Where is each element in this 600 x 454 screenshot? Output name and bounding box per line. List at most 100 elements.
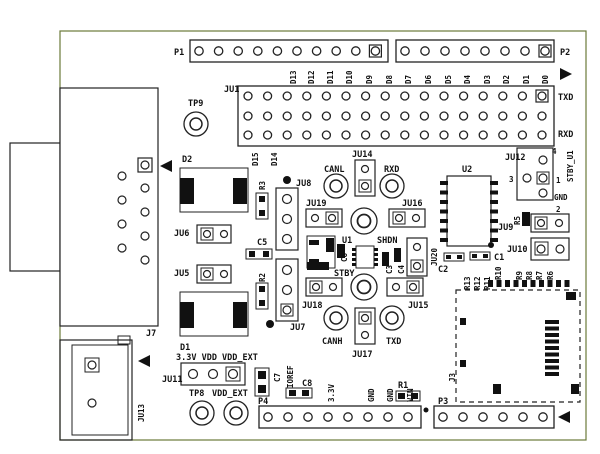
p2-pin xyxy=(440,46,450,56)
resistor-pad xyxy=(505,280,510,287)
ju1-pin xyxy=(458,111,469,121)
r9-label: R9 xyxy=(515,270,524,280)
ju7-label: JU7 xyxy=(290,323,305,333)
p3-label: P3 xyxy=(438,397,448,407)
sd-contact-pad xyxy=(545,359,559,363)
ju1-label-d8: D8 xyxy=(385,74,394,84)
tp9-testpoint xyxy=(183,111,209,137)
p4-pin xyxy=(403,412,413,422)
ju1-label-d7: D7 xyxy=(404,75,413,84)
d1-diode xyxy=(179,291,249,337)
ju1-pin xyxy=(400,91,410,101)
sd-contact-pad xyxy=(545,326,559,331)
c1-pad-2 xyxy=(483,254,488,258)
ju1-pin xyxy=(262,91,273,101)
j3-sd-card-socket xyxy=(455,289,581,403)
ju12-pin4-label: 4 xyxy=(552,147,557,156)
ju1-label-d9: D9 xyxy=(365,74,374,84)
p2-pin xyxy=(540,46,550,56)
p4-pin xyxy=(383,412,393,422)
c4-capacitor xyxy=(394,248,401,262)
u2-pin xyxy=(490,200,498,204)
ju1-label-d12: D12 xyxy=(307,70,316,84)
u2-pin xyxy=(490,238,498,242)
ju17-jumper xyxy=(354,307,376,345)
c6-capacitor xyxy=(337,244,345,258)
resistor-pad-row xyxy=(488,280,570,287)
u2-pin xyxy=(490,190,498,195)
vdd-ext-label: VDD_EXT xyxy=(212,389,248,399)
r3-resistor xyxy=(255,192,269,220)
ju16-jumper xyxy=(388,208,426,228)
p2-pin xyxy=(420,46,430,56)
ju1-pin xyxy=(478,111,488,121)
c8-capacitor xyxy=(285,387,313,399)
ju1-label-d10: D10 xyxy=(345,70,354,84)
ju1-pin xyxy=(262,111,273,121)
ju1-top-labels: D13 D12 D11 D10 D9 D8 D7 D6 D5 D4 D3 D2 … xyxy=(289,70,550,84)
ju1-pin xyxy=(282,111,292,121)
p1-pin xyxy=(350,46,361,56)
ju1-pin xyxy=(380,111,390,121)
center-pad-top xyxy=(350,207,378,235)
p1-pin xyxy=(311,46,322,56)
ju1-pin xyxy=(439,130,449,140)
ju1-pin xyxy=(243,91,253,101)
r8-label: R8 xyxy=(525,270,534,280)
ju1-pin xyxy=(282,130,292,140)
u2-pin xyxy=(440,228,448,233)
p1-pin1-square xyxy=(368,44,382,58)
d2-diode xyxy=(179,167,249,213)
u2-pin xyxy=(490,219,498,223)
ju1-pin xyxy=(380,91,390,101)
u2-pin xyxy=(490,209,498,214)
c6-label: C6 xyxy=(340,252,349,262)
p2-pin xyxy=(500,46,510,56)
resistor-pad xyxy=(556,280,561,287)
ju1-rxd-label: RXD xyxy=(558,130,573,140)
ju11-label: JU11 xyxy=(162,375,182,385)
r6-label: R6 xyxy=(546,270,555,280)
ju1-pin xyxy=(302,91,312,101)
rxd-testpoint xyxy=(379,173,405,199)
ioref-label: IOREF xyxy=(286,365,295,388)
u2-chip xyxy=(440,175,498,247)
ju8-marker-dot xyxy=(283,176,291,184)
p4-labels: 3.3V GND GND VIN xyxy=(327,383,415,402)
resistor-pad xyxy=(513,280,519,287)
c2-pad-2 xyxy=(457,255,462,259)
stby-u1-label: STBY_U1 xyxy=(566,150,575,182)
ju1-pin xyxy=(498,111,508,121)
p1-pin xyxy=(252,46,263,56)
u2-pin xyxy=(490,228,498,233)
r2-label: R2 xyxy=(258,273,267,282)
ju9-jumper xyxy=(530,213,570,233)
ju1-pin xyxy=(341,91,351,101)
sd-contact-pad xyxy=(545,339,559,344)
p3-pin1-arrow xyxy=(558,411,570,423)
p1-pin xyxy=(331,46,342,56)
ju1-label-d6: D6 xyxy=(424,74,433,84)
ju14-jumper xyxy=(354,159,376,197)
p4-pin xyxy=(303,412,313,422)
sd-contact-pad xyxy=(545,365,559,370)
p2-pin1-arrow xyxy=(560,68,572,80)
p4-pin xyxy=(363,412,373,422)
sd-contact-pad xyxy=(545,320,559,324)
r1-resistor xyxy=(395,390,421,402)
u2-pin xyxy=(440,181,448,185)
ju1-pin xyxy=(360,130,371,140)
ju12-pin2-label: 2 xyxy=(556,205,561,214)
c5-capacitor xyxy=(245,248,273,260)
ju12-label: JU12 xyxy=(505,153,525,163)
p3-header xyxy=(433,405,555,429)
p4-label-3v3: 3.3V xyxy=(327,383,336,402)
c1-capacitor xyxy=(469,251,491,261)
p1-pin xyxy=(213,46,224,56)
ju5-jumper xyxy=(196,264,232,284)
r4-label: R4 xyxy=(327,238,336,248)
p4-pin xyxy=(343,412,353,422)
p4-pin xyxy=(283,412,293,422)
